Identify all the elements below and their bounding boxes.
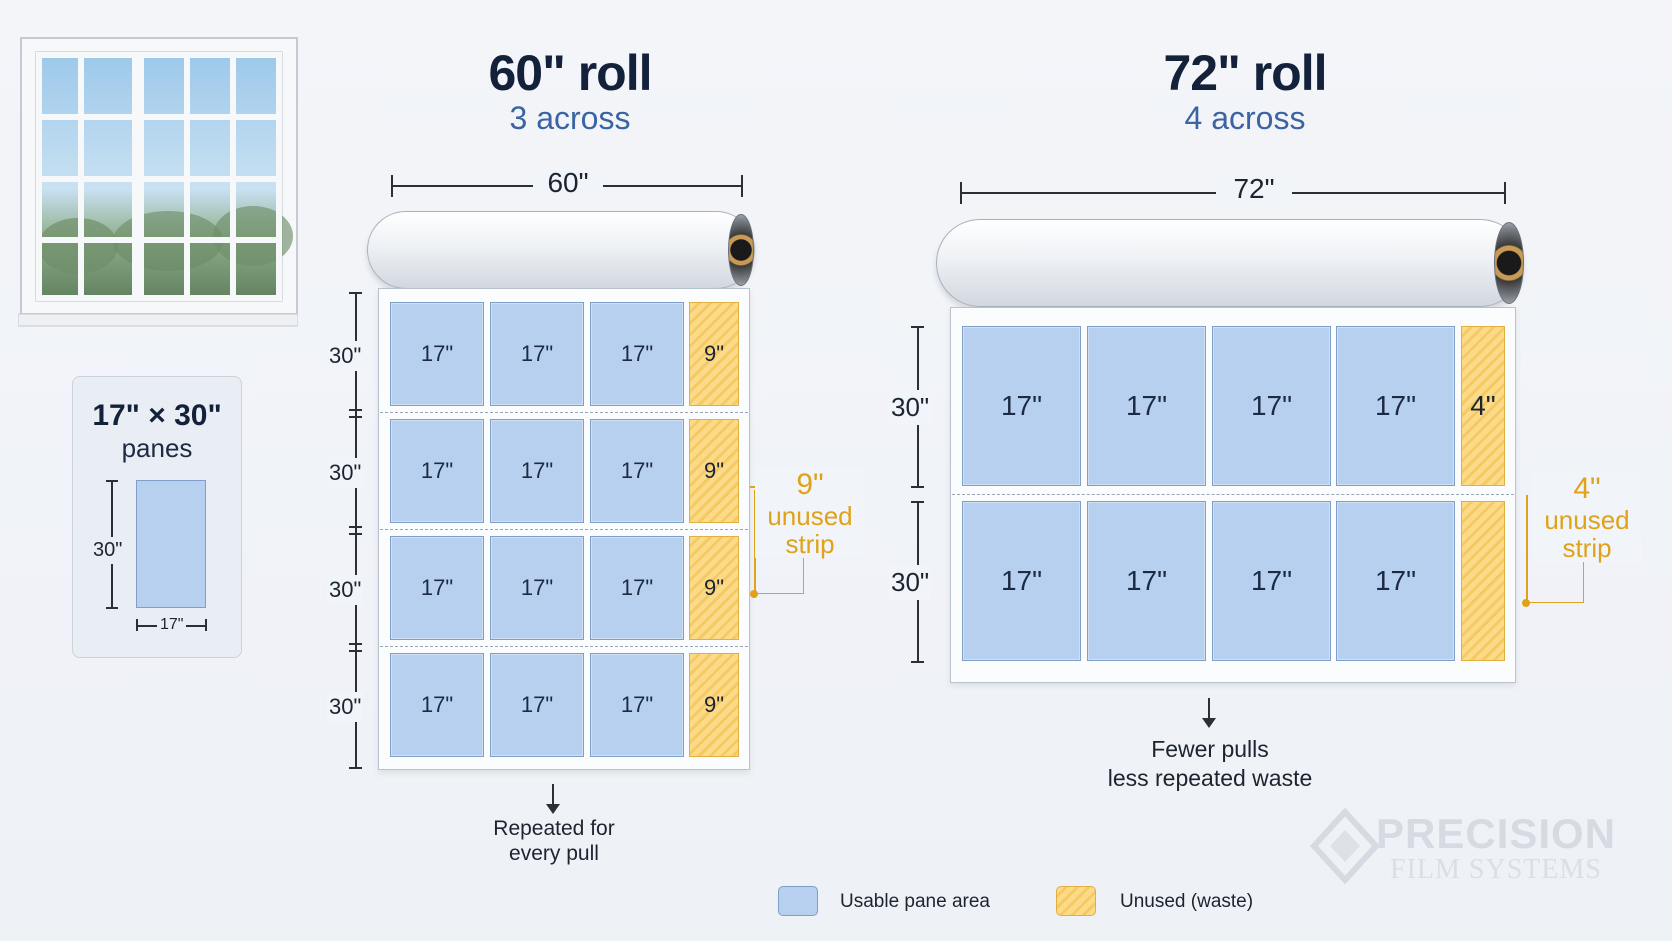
brand-logo-line2: FILM SYSTEMS [1390, 854, 1602, 885]
left-pane: 17" [590, 302, 684, 406]
pane-card-title: 17" × 30" [92, 399, 222, 432]
left-callout-line1: unused [767, 501, 853, 531]
pane-height-label: 30" [93, 537, 123, 564]
right-callout-line1: unused [1544, 505, 1630, 535]
left-waste-strip: 9" [689, 653, 739, 757]
left-pane: 17" [390, 653, 484, 757]
right-note-line1: Fewer pulls [1151, 736, 1269, 762]
legend-usable-label: Usable pane area [840, 891, 990, 912]
left-roll-core [728, 214, 754, 286]
right-roll-title: 72" roll [1163, 45, 1328, 101]
right-row-height-label: 30" [889, 565, 932, 601]
left-callout-value: 9" [796, 468, 824, 501]
right-row-height-label: 30" [889, 390, 932, 426]
right-note: Fewer pulls less repeated waste [1060, 735, 1360, 793]
left-waste-strip: 9" [689, 419, 739, 523]
left-roll-title: 60" roll [488, 45, 653, 101]
left-down-arrowhead [546, 804, 560, 814]
right-pane: 17" [1212, 326, 1331, 486]
right-waste-strip [1461, 501, 1505, 661]
right-pane: 17" [1336, 326, 1455, 486]
left-pane: 17" [490, 653, 584, 757]
right-film-roll [936, 219, 1524, 307]
right-pane: 17" [962, 501, 1081, 661]
window-illustration [17, 36, 299, 330]
right-width-label: 72" [1216, 173, 1292, 205]
pane-sample [136, 480, 206, 608]
left-film-roll [367, 211, 755, 289]
right-down-arrowhead [1202, 718, 1216, 728]
left-waste-strip: 9" [689, 302, 739, 406]
left-callout: 9" unused strip [755, 468, 865, 558]
brand-logo: PRECISION FILM SYSTEMS [1310, 808, 1630, 885]
left-callout-line2: strip [785, 529, 835, 559]
left-roll-subtitle: 3 across [509, 100, 631, 136]
left-note-line1: Repeated for [493, 817, 615, 840]
left-waste-strip: 9" [689, 536, 739, 640]
left-down-arrow [552, 784, 554, 810]
left-row-height-label: 30" [327, 340, 364, 371]
right-callout: 4" unused strip [1532, 472, 1642, 562]
left-pane: 17" [490, 302, 584, 406]
window-icon [17, 37, 299, 327]
right-pane: 17" [1087, 501, 1206, 661]
left-note-line2: every pull [509, 842, 599, 865]
right-pane: 17" [1087, 326, 1206, 486]
pane-width-label: 17" [157, 616, 187, 634]
brand-logo-line1: PRECISION [1376, 810, 1617, 857]
pane-card-subtitle: panes [121, 433, 193, 463]
brand-logo-icon [1310, 808, 1380, 884]
right-note-line2: less repeated waste [1107, 765, 1313, 791]
right-pane: 17" [1212, 501, 1331, 661]
left-row-height-label: 30" [327, 457, 364, 488]
legend-unused-label: Unused (waste) [1120, 891, 1254, 912]
right-pane: 17" [962, 326, 1081, 486]
left-pane: 17" [390, 419, 484, 523]
left-pane: 17" [490, 419, 584, 523]
left-pane: 17" [490, 536, 584, 640]
left-row-height-label: 30" [327, 691, 364, 722]
left-pane: 17" [590, 653, 684, 757]
right-roll-subtitle: 4 across [1184, 100, 1306, 136]
right-callout-line2: strip [1562, 533, 1612, 563]
legend-unused-swatch [1056, 886, 1096, 916]
left-pane: 17" [590, 419, 684, 523]
left-pane: 17" [590, 536, 684, 640]
left-pane: 17" [390, 302, 484, 406]
right-waste-strip: 4" [1461, 326, 1505, 486]
right-pane: 17" [1336, 501, 1455, 661]
left-pane: 17" [390, 536, 484, 640]
legend-usable-swatch [778, 886, 818, 916]
right-down-arrow [1208, 698, 1210, 724]
left-width-label: 60" [533, 167, 603, 199]
right-callout-value: 4" [1573, 472, 1601, 505]
right-roll-core [1494, 222, 1524, 304]
pane-size-card: 17" × 30" panes 30" 17" [72, 376, 242, 658]
left-note: Repeated for every pull [450, 816, 658, 866]
left-row-height-label: 30" [327, 574, 364, 605]
